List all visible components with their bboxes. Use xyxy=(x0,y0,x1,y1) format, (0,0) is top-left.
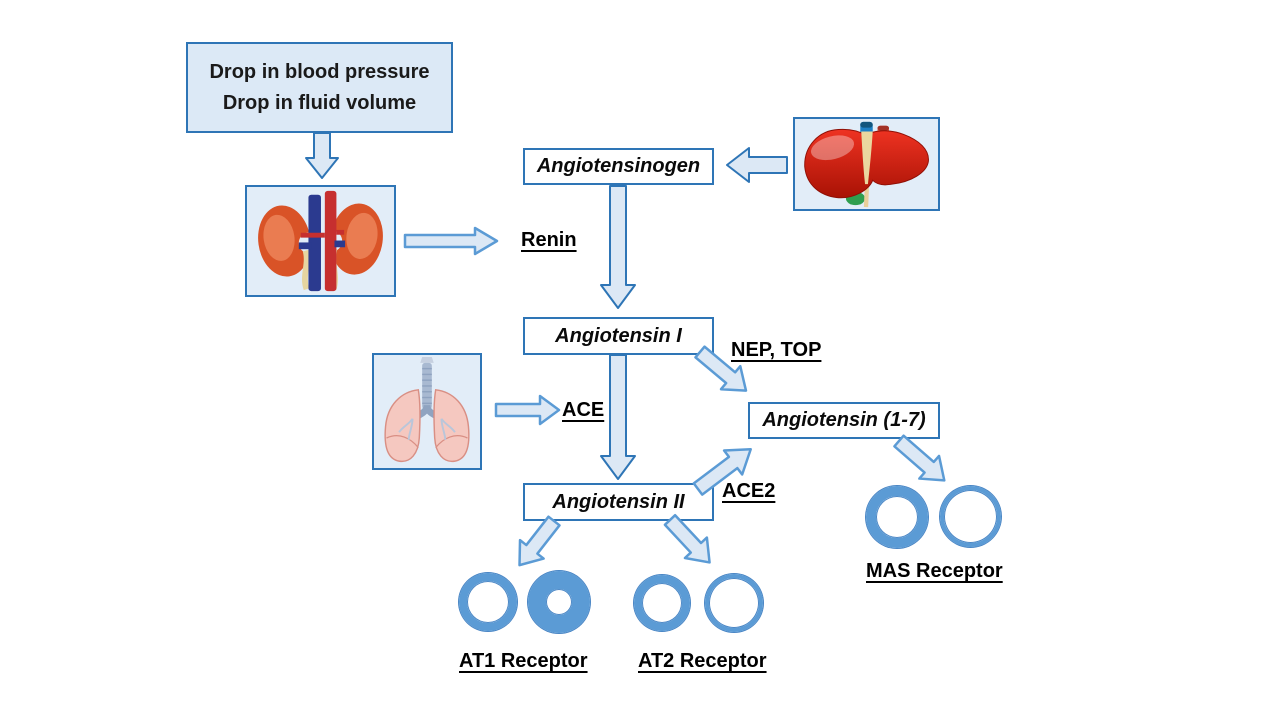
at1-receptor-label: AT1 Receptor xyxy=(459,650,588,672)
ace2-label: ACE2 xyxy=(722,480,776,502)
trigger-line-1: Drop in blood pressure xyxy=(209,60,430,83)
at1-receptor-thick-ring-icon xyxy=(528,571,590,633)
kidney-icon xyxy=(258,190,383,292)
liver-image-box xyxy=(793,117,940,211)
liver-icon xyxy=(804,121,929,208)
angiotensin2-box: Angiotensin II xyxy=(523,483,714,521)
lungs-image-box xyxy=(372,353,482,470)
arrow-angiotensin2-to-angiotensin17 xyxy=(692,448,752,496)
ace-label: ACE xyxy=(562,399,605,421)
mas-receptor-ring-icon xyxy=(866,486,928,548)
at2-receptor-ring-icon xyxy=(634,575,690,631)
angiotensin17-box: Angiotensin (1-7) xyxy=(748,402,940,439)
angiotensin1-box: Angiotensin I xyxy=(523,317,714,355)
at2-receptor-label: AT2 Receptor xyxy=(638,650,767,672)
mas-receptor-thin-ring-icon xyxy=(940,486,1001,547)
kidney-image-box xyxy=(245,185,396,297)
mas-receptor-label: MAS Receptor xyxy=(866,560,1003,582)
renin-label: Renin xyxy=(521,229,577,251)
trigger-line-2: Drop in fluid volume xyxy=(222,91,417,114)
arrow-trigger-to-kidney xyxy=(305,132,339,179)
arrow-lungs-to-ace xyxy=(494,394,561,426)
at1-receptor-ring-icon xyxy=(459,573,517,631)
arrow-angiotensin1-to-angiotensin2 xyxy=(600,354,636,480)
angiotensinogen-box: Angiotensinogen xyxy=(523,148,714,185)
arrow-angiotensin2-to-at1 xyxy=(518,515,561,567)
arrow-angiotensin2-to-at2 xyxy=(663,513,711,564)
trigger-box: Drop in blood pressure Drop in fluid vol… xyxy=(186,42,453,133)
arrow-angiotensin1-to-angiotensin17 xyxy=(694,345,748,392)
arrow-kidney-to-renin xyxy=(403,226,499,256)
lungs-icon xyxy=(384,357,470,463)
arrow-liver-to-angiotensinogen xyxy=(726,147,788,183)
arrow-angiotensin17-to-mas xyxy=(893,434,946,482)
at2-receptor-thin-ring-icon xyxy=(705,574,763,632)
arrow-angiotensinogen-to-angiotensin1 xyxy=(600,185,636,309)
nep-top-label: NEP, TOP xyxy=(731,339,822,361)
